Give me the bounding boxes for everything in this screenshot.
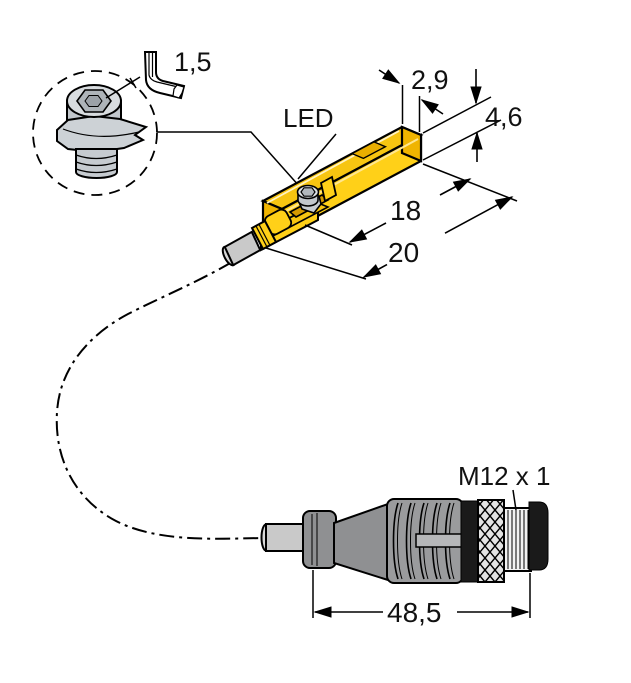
hex-key-icon — [143, 51, 186, 100]
led-notch — [350, 141, 388, 160]
thread-leader-line — [512, 489, 517, 511]
clamp-back-tab — [319, 175, 338, 203]
dim-top-width: 2,9 — [378, 65, 449, 132]
housing-end-face — [400, 125, 423, 163]
sensor-cable — [221, 230, 262, 267]
thread-section — [503, 507, 532, 572]
dim-length-18: 18 — [304, 163, 518, 246]
dim-arrow — [439, 178, 472, 196]
dim-body-height-label: 4,6 — [485, 102, 523, 132]
hex-key-leader-tick — [129, 77, 137, 89]
led-label: LED — [283, 103, 334, 133]
hex-key-leader-line — [105, 76, 141, 99]
connector-cone — [333, 502, 389, 582]
detail-leader-line — [157, 131, 301, 188]
dim-arrow — [444, 196, 514, 234]
led-leader-line — [297, 133, 337, 180]
clamping-screw-icon — [56, 84, 149, 179]
thread-label: M12 x 1 — [458, 461, 551, 491]
detail-callout: 1,5 — [32, 47, 301, 196]
cable-bushing — [250, 219, 278, 251]
connector-grip — [386, 498, 464, 584]
connector-band — [460, 500, 479, 583]
dim-length-20-label: 20 — [388, 237, 419, 268]
sensor — [221, 125, 424, 267]
dim-arrow — [362, 263, 388, 278]
knurl-ring — [477, 499, 505, 583]
dim-top-width-label: 2,9 — [411, 65, 449, 95]
dim-connector-length: 48,5 — [312, 570, 531, 628]
dim-arrow — [420, 99, 444, 115]
cable-curve — [55, 261, 264, 540]
dim-length-18-label: 18 — [390, 195, 421, 226]
end-cap — [528, 501, 549, 571]
dim-body-height: 4,6 — [422, 69, 523, 162]
m12-connector — [260, 498, 549, 584]
strain-relief-collar — [302, 510, 337, 569]
dim-arrow — [378, 69, 401, 84]
dim-connector-length-label: 48,5 — [387, 597, 442, 628]
dim-arrow — [348, 222, 387, 243]
hex-key-size-label: 1,5 — [174, 47, 212, 77]
detail-circle — [32, 70, 158, 196]
grip-slot — [415, 533, 464, 548]
dim-length-20: 20 — [265, 196, 514, 280]
sensor-screw-icon — [296, 184, 322, 214]
